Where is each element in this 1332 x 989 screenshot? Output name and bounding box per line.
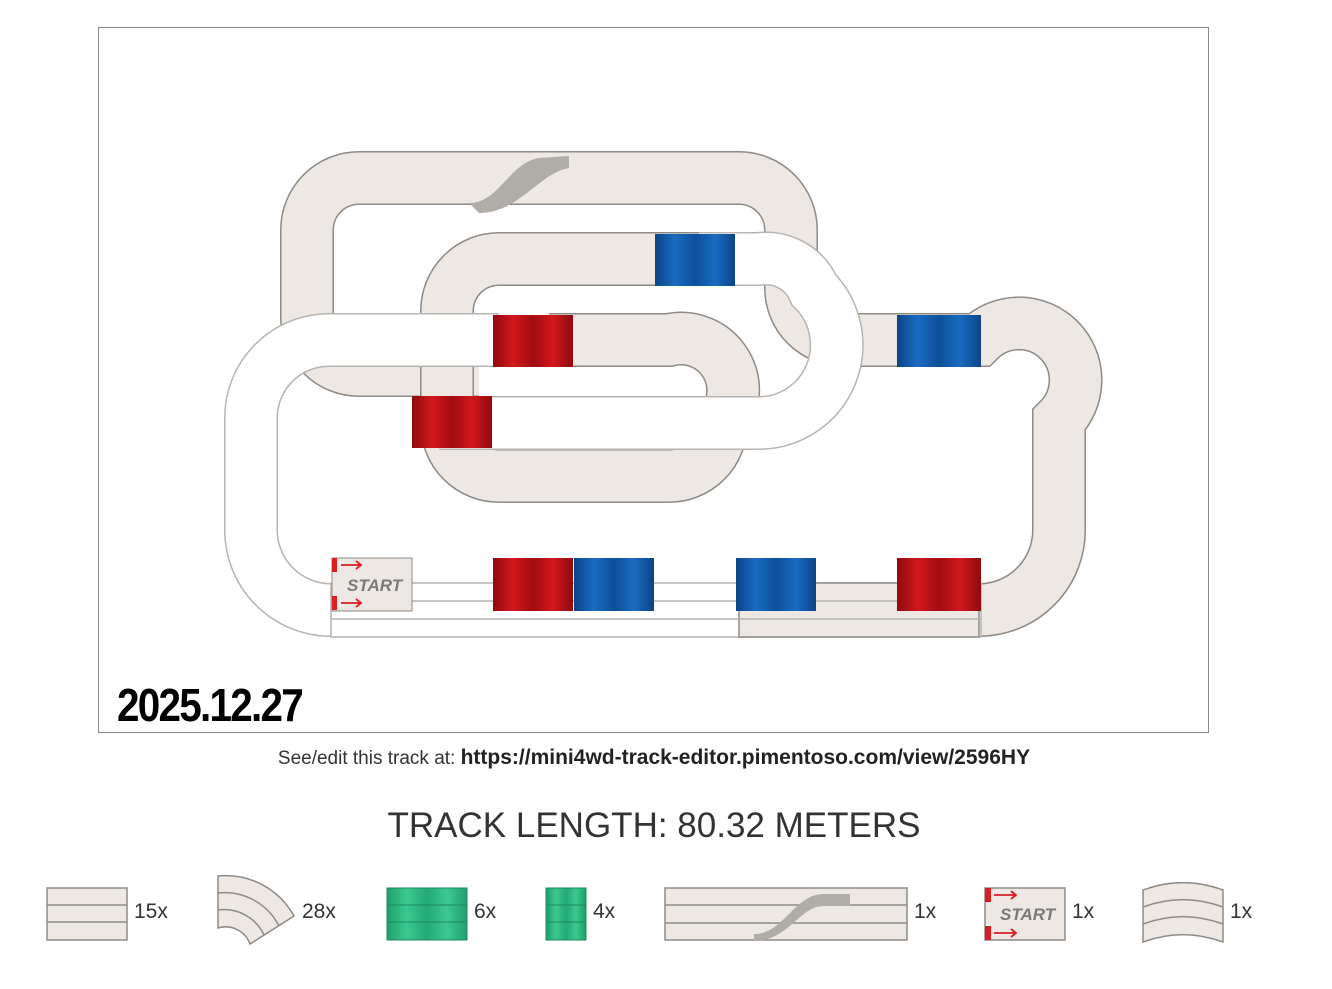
legend-item-short-slope: 4x: [545, 870, 645, 950]
start-piece: START: [331, 557, 413, 612]
track-loop-white: [224, 231, 864, 637]
legend-count-lane-changer: 1x: [914, 900, 937, 923]
legend-count-wave: 1x: [1230, 900, 1253, 923]
legend-count-short-slope: 4x: [593, 900, 616, 923]
short-slope-piece-icon: [545, 887, 587, 941]
legend-item-wave: 1x: [1142, 870, 1282, 950]
legend-count-long-slope: 6x: [474, 900, 497, 923]
track-url-link[interactable]: https://mini4wd-track-editor.pimentoso.c…: [460, 746, 1031, 769]
track-bottom-straight: [330, 582, 982, 638]
legend-count-start: 1x: [1072, 900, 1095, 923]
legend-item-lane-changer: 1x: [664, 870, 954, 950]
edit-link-line: See/edit this track at: https://mini4wd-…: [0, 746, 1308, 770]
legend-item-curve: 28x: [216, 870, 356, 950]
legend-count-curve: 28x: [302, 900, 336, 923]
track-diagram: START: [224, 151, 1103, 638]
track-loop-right: [859, 296, 1103, 637]
straight-piece-icon: [46, 887, 128, 941]
lane-changer-piece: [469, 156, 569, 213]
start-label: START: [347, 576, 404, 595]
piece-legend: 15x 28x 6x 4x 1x: [0, 870, 1332, 950]
legend-count-straight: 15x: [134, 900, 168, 923]
long-slope-piece-icon: [386, 887, 468, 941]
legend-item-straight: 15x: [46, 870, 186, 950]
wave-piece-icon: [1142, 882, 1224, 944]
lane-changer-piece-icon: [664, 887, 908, 941]
curve-piece-icon: [217, 874, 295, 946]
track-canvas[interactable]: START 2025.12.27: [98, 27, 1209, 733]
legend-item-long-slope: 6x: [386, 870, 526, 950]
slope-pieces: [412, 234, 981, 611]
link-prefix: See/edit this track at:: [277, 748, 456, 769]
start-piece-icon: START: [984, 887, 1066, 941]
legend-start-label: START: [1000, 905, 1057, 924]
legend-item-start: START 1x: [984, 870, 1114, 950]
track-length: TRACK LENGTH: 80.32 METERS: [387, 806, 921, 845]
track-date: 2025.12.27: [117, 679, 304, 731]
